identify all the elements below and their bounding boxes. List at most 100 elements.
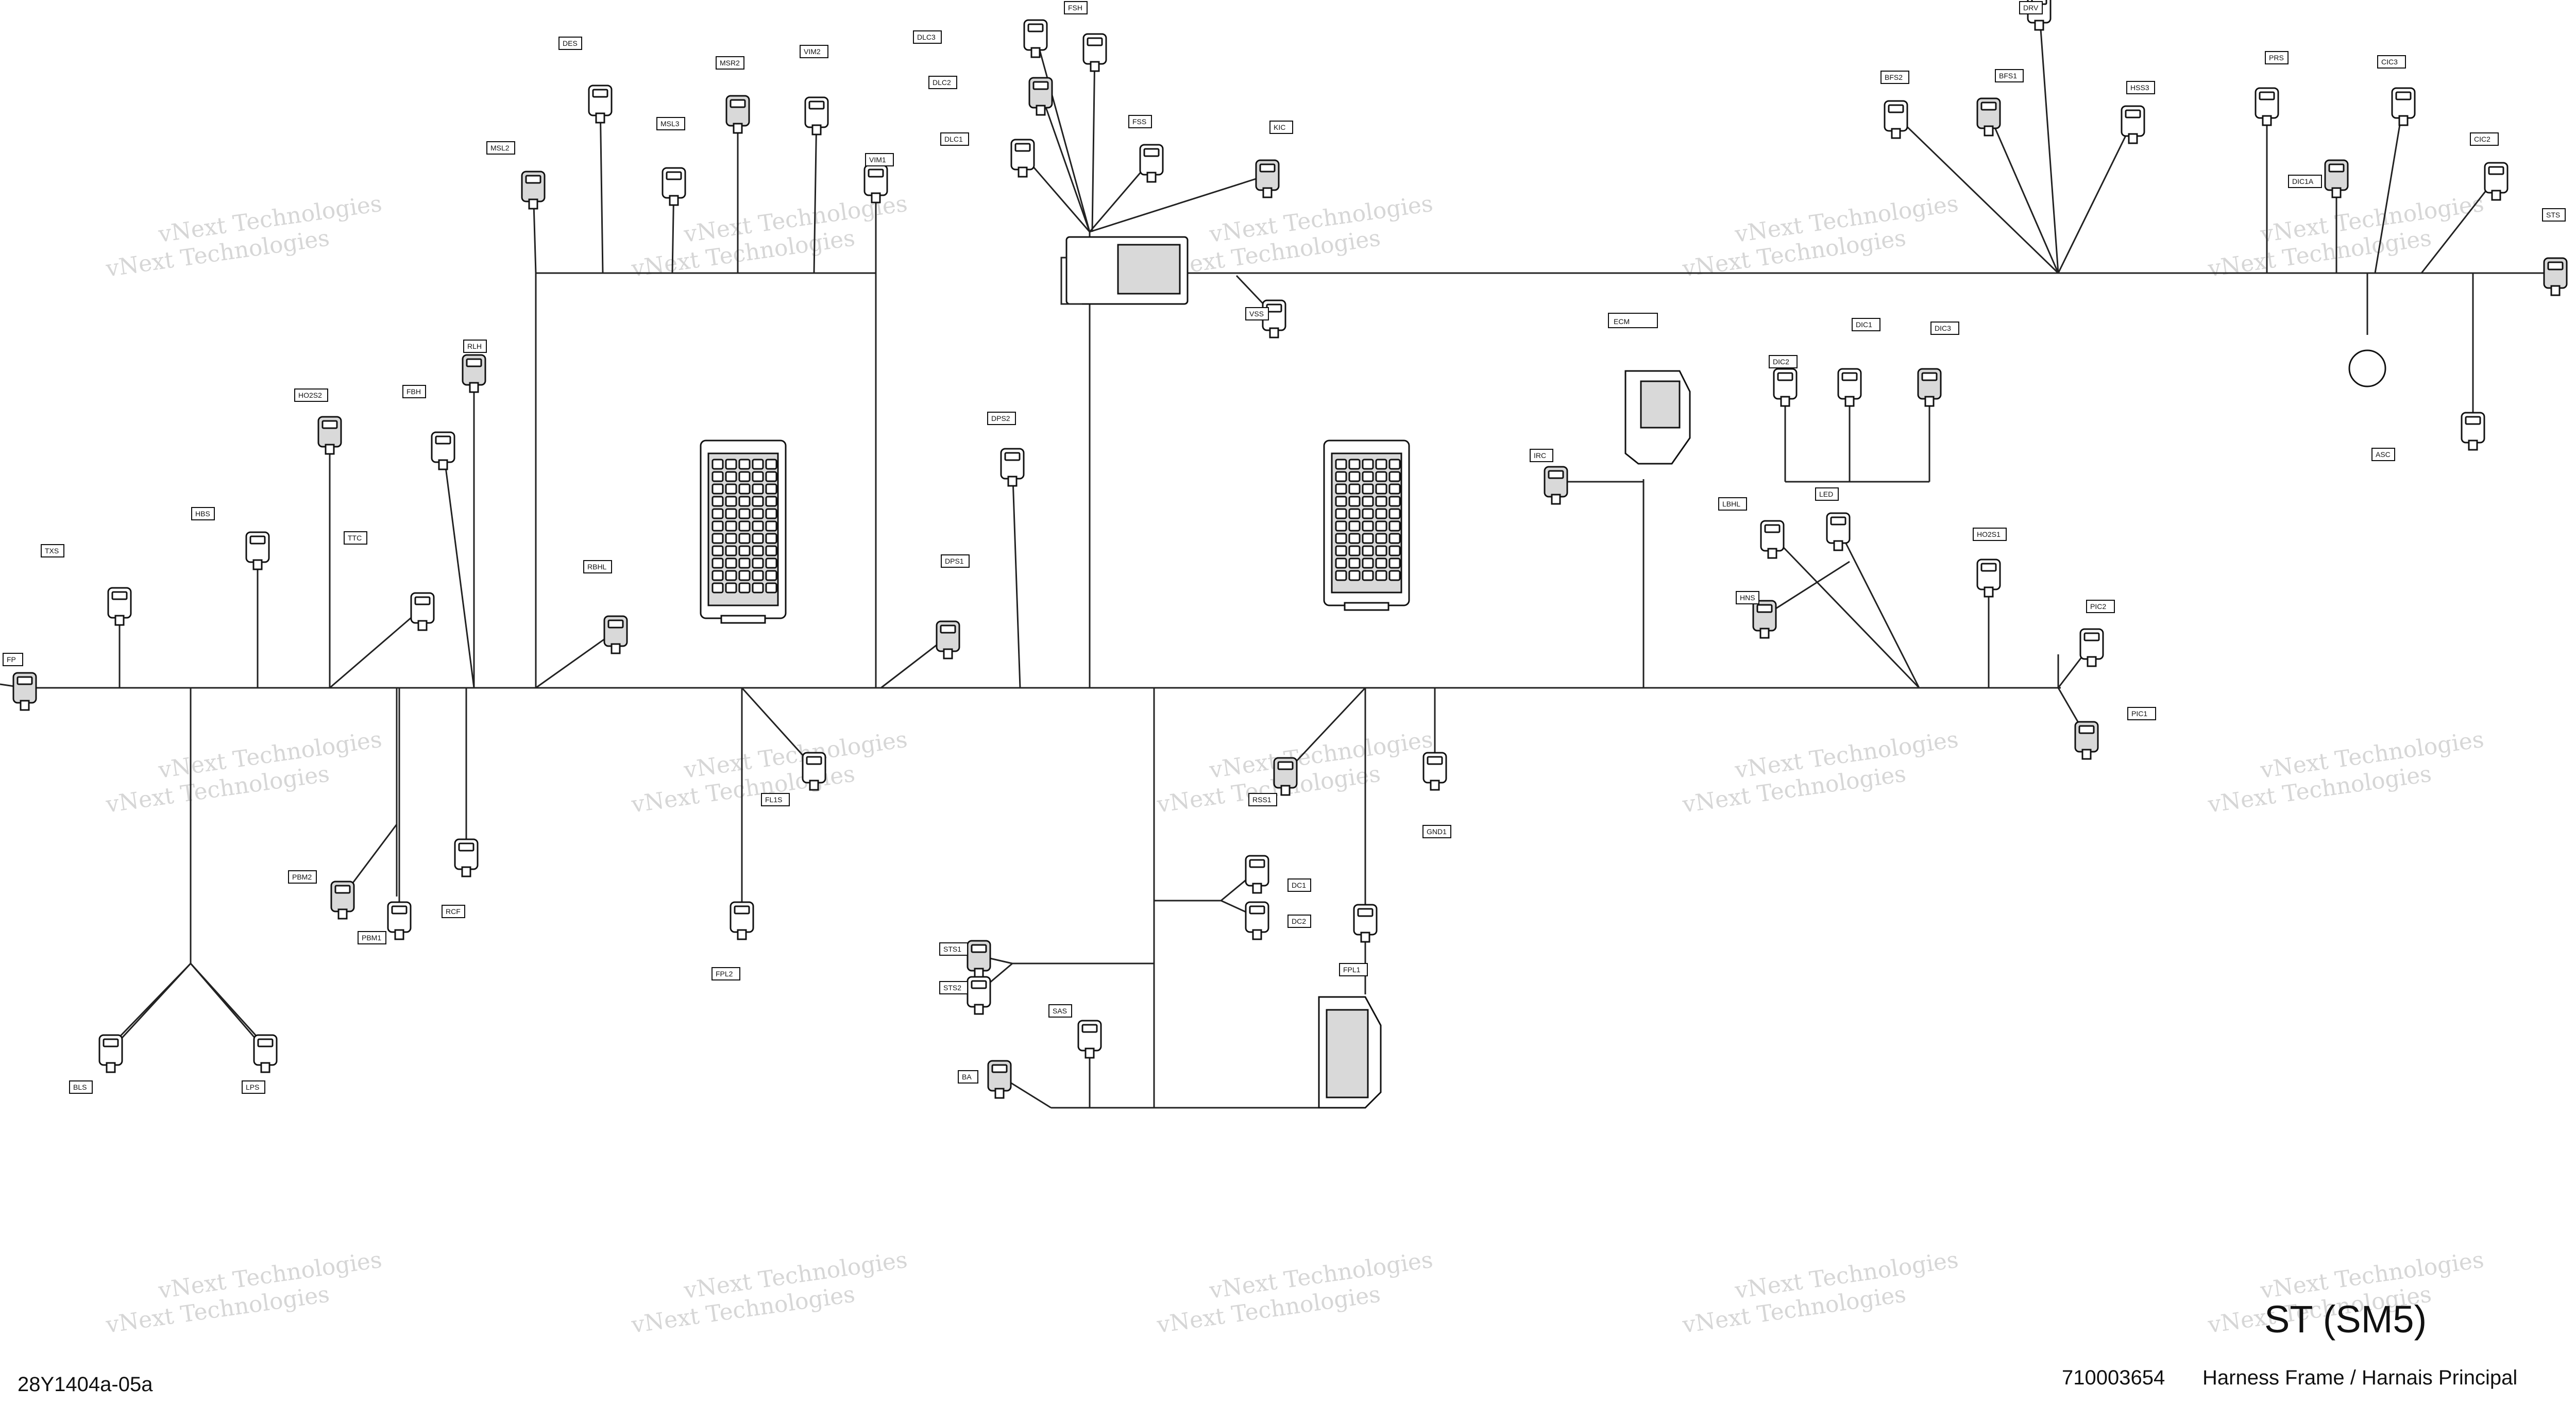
connector-id: HNS [1740, 594, 1755, 602]
connector-id: PBM1 [362, 934, 381, 942]
connector-tag: MSR2 [716, 56, 744, 70]
connector-lps: LPS [242, 1034, 278, 1094]
connector-tag: DPS2 [987, 412, 1016, 425]
fuel-pump-module [1318, 996, 1382, 1109]
connector-tag: BFS1 [1995, 69, 2024, 82]
connector-fpl2: FPL2 [711, 901, 754, 980]
connector-ho2s1: HO2S1 [1973, 528, 2007, 598]
connector-drv: DRV [2019, 0, 2052, 31]
connector-id: HBS [195, 510, 210, 518]
harness-title: Harness Frame / Harnais Principal [2202, 1366, 2518, 1389]
connector-id: BA [962, 1073, 972, 1081]
connector-fbh: FBH [402, 385, 455, 470]
connector-dlc1: DLC1 [940, 132, 1035, 178]
connector-id: RSS1 [1252, 796, 1272, 804]
connector-tag: IRC [1530, 449, 1553, 462]
connector-id: FBH [406, 387, 421, 396]
connector-tag: ASC [2371, 448, 2395, 461]
connector-tag: BFS2 [1880, 71, 1909, 84]
connector-irc: IRC [1530, 449, 1568, 505]
connector-id: DIC1 [1856, 320, 1872, 329]
connector-id: STS1 [943, 945, 961, 953]
connector-dc1: DC1 [1245, 855, 1311, 894]
connector-tag: SAS [1048, 1004, 1072, 1018]
connector-des: DES [558, 37, 613, 124]
connector-sas: SAS [1048, 1004, 1102, 1059]
connector-rlh: RLH [462, 340, 487, 393]
connector-id: MSL3 [660, 120, 680, 128]
connector-id: FSH [1068, 4, 1082, 12]
connector-tag: STS1 [939, 942, 968, 956]
connector-id: ASC [2376, 450, 2391, 459]
connector-kic: KIC [1255, 121, 1293, 198]
main-harness-trunk [15, 232, 2535, 1109]
connector-sts2: STS2 [939, 976, 991, 1015]
fuse-box-front [700, 439, 787, 624]
connector-msl3: MSL3 [656, 117, 686, 206]
connector-id: PIC1 [2131, 709, 2147, 718]
connector-tag: FSH [1064, 1, 1088, 14]
connector-id: BFS1 [1999, 72, 2017, 80]
connector-id: DIC1A [2292, 177, 2314, 185]
connector-tag: HNS [1736, 591, 1759, 604]
connector-tag: BLS [69, 1080, 93, 1094]
connector-dps1: DPS1 [936, 554, 970, 659]
connector-tag: DIC1A [2288, 175, 2322, 188]
connector-hns: HNS [1736, 591, 1777, 639]
part-number: 710003654 [2062, 1366, 2165, 1389]
connector-tag: HO2S2 [294, 388, 328, 402]
connector-tag: VSS [1245, 307, 1269, 320]
connector-cic2: CIC2 [2470, 132, 2509, 201]
connector-tag: CIC3 [2377, 55, 2406, 69]
connector-tag: PBM2 [288, 870, 317, 884]
connector-id: DLC2 [933, 78, 951, 87]
connector-tag: TXS [41, 544, 64, 557]
connector-tag: STS2 [939, 981, 968, 994]
connector-gnd1: GND1 [1422, 752, 1451, 838]
connector-tag: DES [558, 37, 582, 50]
connector-id: FP [7, 655, 16, 664]
connector-tag: VIM1 [865, 153, 894, 166]
connector-ba: BA [958, 1060, 1012, 1099]
connector-sts: STS [2542, 208, 2568, 296]
connector-vss: VSS [1245, 299, 1286, 339]
connector-tag: STS [2542, 208, 2566, 222]
connector-cic3: CIC3 [2377, 55, 2416, 126]
connector-id: STS2 [943, 984, 961, 992]
connector-asc: ASC [2371, 412, 2485, 461]
connector-id: CIC3 [2381, 58, 2398, 66]
connector-dic1a: DIC1A [2288, 159, 2349, 198]
connector-id: DLC1 [944, 135, 963, 143]
connector-tag: PIC1 [2127, 707, 2156, 720]
connector-tag: FP [3, 653, 23, 666]
connector-id: VSS [1249, 310, 1264, 318]
connector-id: FSS [1132, 117, 1146, 126]
connector-id: GND1 [1427, 827, 1447, 836]
connector-id: VIM2 [804, 47, 821, 56]
connector-prs: PRS [2255, 51, 2289, 126]
connector-dlc2: DLC2 [928, 76, 1053, 116]
connector-id: IRC [1534, 451, 1546, 460]
connector-led: LED [1815, 487, 1851, 551]
connector-vim1: VIM1 [863, 153, 894, 204]
connector-id: HSS3 [2130, 83, 2149, 92]
connector-id: DC1 [1292, 881, 1306, 889]
connector-tag: DRV [2019, 1, 2043, 14]
ecm-label: ECM [1614, 317, 1630, 326]
connector-tag: FBH [402, 385, 426, 398]
connector-id: TXS [45, 547, 59, 555]
connector-id: LBHL [1722, 500, 1740, 508]
connector-msr2: MSR2 [716, 56, 750, 134]
connector-id: BLS [73, 1083, 87, 1091]
connector-bls: BLS [69, 1034, 123, 1094]
connector-bfs1: BFS1 [1976, 69, 2024, 137]
